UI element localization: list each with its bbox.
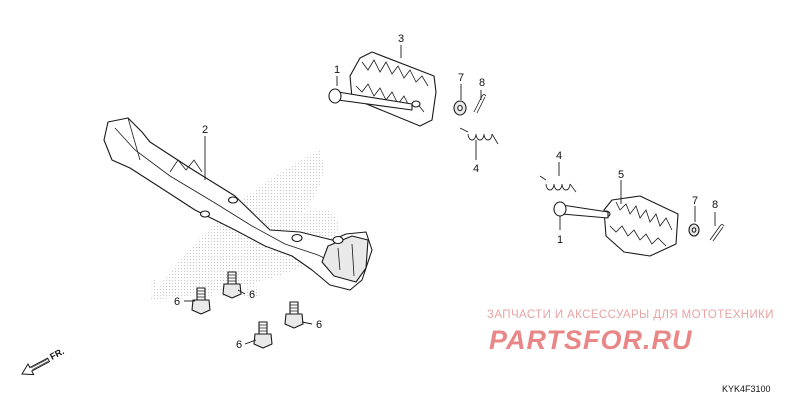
callout-6: 6 xyxy=(316,319,322,331)
svg-text:HONDA: HONDA xyxy=(150,274,265,304)
footpeg-lower-part xyxy=(601,195,679,257)
callout-4: 4 xyxy=(556,150,562,162)
callout-3: 3 xyxy=(398,33,404,45)
diagram-reference-code: KYK4F3100 xyxy=(722,384,771,394)
callout-7: 7 xyxy=(692,195,698,207)
bolt-part xyxy=(191,287,211,315)
front-direction-label: FR. xyxy=(48,346,65,362)
spring-part xyxy=(459,127,499,145)
washer-part xyxy=(453,100,467,116)
bolt-part xyxy=(253,321,273,349)
footpeg-upper-part xyxy=(349,51,437,127)
front-direction-arrow-icon xyxy=(21,357,51,376)
callout-2: 2 xyxy=(202,124,208,136)
bolt-part xyxy=(284,301,304,329)
callout-5: 5 xyxy=(618,169,624,181)
watermark-logo: PARTSFOR.RU xyxy=(489,325,693,355)
callout-7: 7 xyxy=(458,72,464,84)
callout-6: 6 xyxy=(174,296,180,308)
spring-part xyxy=(539,175,577,193)
pin-part xyxy=(553,201,609,219)
watermark-caption: ЗАПЧАСТИ И АКСЕССУАРЫ ДЛЯ МОТОТЕХНИКИ xyxy=(487,309,774,321)
callout-1: 1 xyxy=(557,234,563,246)
bolt-part xyxy=(222,271,242,299)
step-bracket-part xyxy=(103,117,373,291)
callout-4: 4 xyxy=(473,163,479,175)
cotter-pin-part xyxy=(473,94,487,114)
callout-8: 8 xyxy=(479,77,485,89)
callout-6: 6 xyxy=(249,289,255,301)
leader-lines xyxy=(184,45,716,345)
cotter-pin-part xyxy=(709,224,725,242)
callout-6: 6 xyxy=(236,339,242,351)
callout-1: 1 xyxy=(334,64,340,76)
washer-part xyxy=(688,223,700,237)
pin-part xyxy=(328,88,413,111)
callout-8: 8 xyxy=(712,199,718,211)
